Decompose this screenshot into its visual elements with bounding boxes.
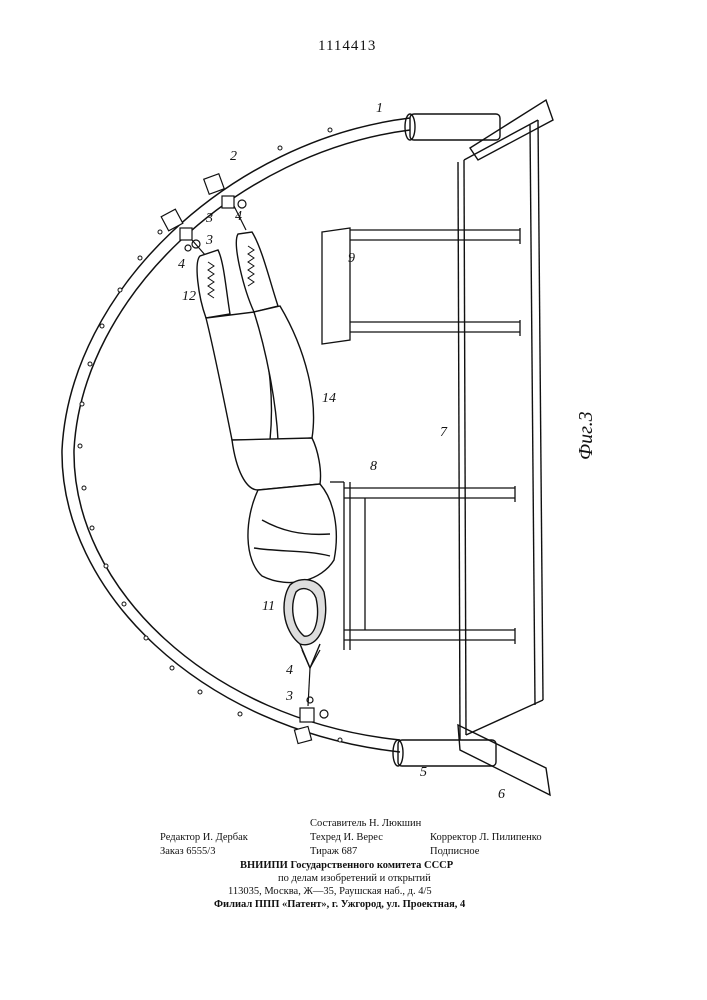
callout-5: 5 xyxy=(420,765,427,780)
figure-caption: Фиг.3 xyxy=(575,411,597,460)
callout-3b: 3 xyxy=(205,233,213,248)
callout-1: 1 xyxy=(376,101,383,116)
imprint-org2: по делам изобретений и открытий xyxy=(278,873,431,885)
imprint-editor: Редактор И. Дербак xyxy=(160,832,248,844)
imprint-order: Заказ 6555/3 xyxy=(160,846,215,858)
frame-base xyxy=(458,100,553,795)
patent-drawing: 1 2 3 4 3 4 3 4 5 6 7 8 9 11 12 14 Фиг.3 xyxy=(0,0,707,800)
callout-12: 12 xyxy=(182,289,196,304)
imprint-org1: ВНИИПИ Государственного комитета СССР xyxy=(240,860,453,872)
callout-8: 8 xyxy=(370,459,377,474)
callout-11: 11 xyxy=(262,599,275,614)
imprint-techred: Техред И. Верес xyxy=(310,832,383,844)
sleeves xyxy=(393,114,500,766)
callout-4b: 4 xyxy=(178,257,185,272)
table-9 xyxy=(322,228,520,344)
callout-14: 14 xyxy=(322,391,336,406)
callout-4c: 4 xyxy=(286,663,293,678)
callout-3a: 3 xyxy=(205,211,213,226)
callout-6: 6 xyxy=(498,787,505,800)
foot-clamps xyxy=(161,174,246,256)
imprint-circulation: Тираж 687 xyxy=(310,846,357,858)
callout-7: 7 xyxy=(440,425,448,440)
callout-4a: 4 xyxy=(235,209,242,224)
imprint-address: 113035, Москва, Ж—35, Раушская наб., д. … xyxy=(228,886,432,898)
imprint-corrector: Корректор Л. Пилипенко xyxy=(430,832,542,844)
imprint-compiler: Составитель Н. Люкшин xyxy=(310,818,421,830)
imprint-branch: Филиал ППП «Патент», г. Ужгород, ул. Про… xyxy=(214,899,465,911)
imprint-subscription: Подписное xyxy=(430,846,479,858)
table-8 xyxy=(330,482,515,650)
callout-3c: 3 xyxy=(285,689,293,704)
callout-9: 9 xyxy=(348,251,355,266)
callout-2: 2 xyxy=(230,149,237,164)
